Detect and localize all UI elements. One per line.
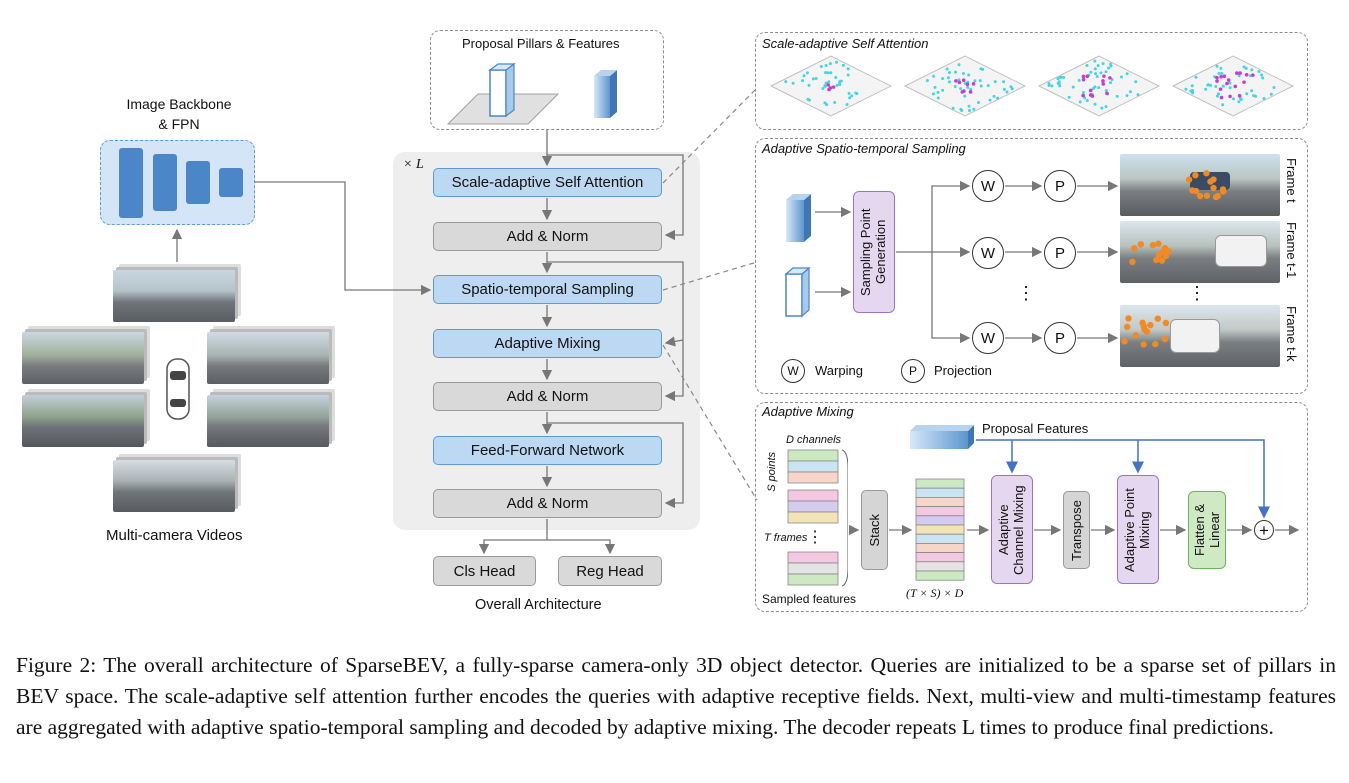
adaptive-channel-mixing: Adaptive Channel Mixing bbox=[991, 475, 1033, 584]
pillar-plane-icon bbox=[446, 62, 617, 125]
multicam-label: Multi-camera Videos bbox=[106, 527, 243, 544]
ssa-panel bbox=[755, 32, 1308, 130]
ego-car-icon bbox=[166, 358, 190, 420]
query-feature-icon bbox=[786, 194, 811, 242]
block-feed-forward-network: Feed-Forward Network bbox=[433, 436, 662, 465]
point-mixing-label: Adaptive Point Mixing bbox=[1122, 487, 1152, 572]
camera-front-left bbox=[22, 332, 144, 384]
backbone-fpn-box bbox=[100, 140, 255, 225]
transpose-label: Transpose bbox=[1069, 499, 1084, 561]
frame-image-t bbox=[1120, 154, 1280, 216]
d-channels-label: D channels bbox=[786, 434, 842, 446]
stacked-features bbox=[915, 478, 965, 581]
sampling-point-generation-label: Sampling Point Generation bbox=[858, 208, 888, 296]
mixing-panel bbox=[755, 402, 1308, 612]
plus-symbol: + bbox=[1259, 520, 1269, 540]
residual-add-icon: + bbox=[1254, 520, 1274, 540]
frame-label-t-k: Frame t-k bbox=[1284, 306, 1299, 362]
frame-label-t: Frame t bbox=[1284, 158, 1299, 203]
frame-sample-points bbox=[1121, 170, 1227, 348]
warp-circle-3: W bbox=[972, 322, 1004, 354]
stack-label: Stack bbox=[867, 513, 882, 547]
frame-image-t-k bbox=[1120, 305, 1280, 367]
channel-mixing-label: Adaptive Channel Mixing bbox=[996, 484, 1026, 575]
frame-label-t-1: Frame t-1 bbox=[1284, 222, 1299, 279]
fpn-level-3 bbox=[186, 161, 210, 204]
proposal-features-label: Proposal Features bbox=[982, 421, 1089, 436]
ssa-panel-title: Scale-adaptive Self Attention bbox=[762, 36, 929, 51]
overall-architecture-label: Overall Architecture bbox=[475, 597, 602, 613]
camera-back-right bbox=[207, 395, 329, 447]
repeat-label: × L bbox=[403, 157, 424, 172]
t-frames-label: T frames bbox=[764, 532, 808, 544]
sampled-features-label: Sampled features bbox=[762, 592, 857, 606]
mixing-panel-title: Adaptive Mixing bbox=[762, 404, 854, 419]
legend-warp-icon: W bbox=[781, 359, 805, 383]
fpn-level-4 bbox=[219, 168, 243, 197]
proj-circle-2: P bbox=[1044, 237, 1076, 269]
proposal-title: Proposal Pillars & Features bbox=[462, 36, 620, 51]
s-points-label: S points bbox=[766, 452, 778, 492]
block-scale-adaptive-self-attention: Scale-adaptive Self Attention bbox=[433, 168, 662, 197]
proj-circle-1: P bbox=[1044, 170, 1076, 202]
backbone-title-line1: Image Backbone bbox=[126, 96, 232, 112]
camera-front-right bbox=[207, 332, 329, 384]
proj-circle-3: P bbox=[1044, 322, 1076, 354]
flatten-linear-label: Flatten & Linear bbox=[1192, 503, 1222, 557]
fpn-level-2 bbox=[153, 154, 177, 211]
proposal-feature-bar bbox=[910, 425, 974, 449]
stack-block: Stack bbox=[861, 490, 888, 570]
legend-projection: Projection bbox=[934, 363, 992, 378]
backbone-title-line2: & FPN bbox=[158, 116, 200, 132]
sampling-point-generation: Sampling Point Generation bbox=[853, 191, 895, 313]
adaptive-point-mixing: Adaptive Point Mixing bbox=[1117, 475, 1159, 584]
camera-back-left bbox=[22, 395, 144, 447]
feature-stack-dots: ⋮ bbox=[807, 529, 823, 546]
cls-head: Cls Head bbox=[433, 556, 536, 586]
transpose-block: Transpose bbox=[1063, 491, 1090, 569]
frame-dots: ⋮ bbox=[1188, 283, 1206, 303]
sampled-feature-groups bbox=[787, 449, 848, 587]
figure-caption: Figure 2: The overall architecture of Sp… bbox=[16, 653, 1336, 739]
camera-back bbox=[113, 460, 235, 512]
query-pillar-icon bbox=[784, 266, 811, 318]
block-add-norm-3: Add & Norm bbox=[433, 489, 662, 518]
reg-head: Reg Head bbox=[558, 556, 662, 586]
camera-front bbox=[113, 270, 235, 322]
backbone-title: Image Backbone & FPN bbox=[113, 94, 245, 134]
block-add-norm-2: Add & Norm bbox=[433, 382, 662, 411]
flatten-linear: Flatten & Linear bbox=[1188, 491, 1226, 569]
fpn-level-1 bbox=[119, 148, 143, 218]
sampling-panel-title: Adaptive Spatio-temporal Sampling bbox=[762, 141, 966, 156]
ssa-dots bbox=[784, 59, 1276, 113]
legend-proj-icon: P bbox=[901, 359, 925, 383]
block-spatio-temporal-sampling: Spatio-temporal Sampling bbox=[433, 275, 662, 304]
ssa-attention-maps bbox=[769, 55, 1295, 117]
warp-circle-2: W bbox=[972, 237, 1004, 269]
warp-circle-1: W bbox=[972, 170, 1004, 202]
stack-dims-label: (T × S) × D bbox=[906, 586, 964, 600]
warp-dots: ⋮ bbox=[1017, 283, 1035, 303]
legend-warping: Warping bbox=[815, 363, 863, 378]
frame-image-t-1 bbox=[1120, 221, 1280, 283]
block-add-norm-1: Add & Norm bbox=[433, 222, 662, 251]
proposal-box bbox=[430, 30, 664, 130]
block-adaptive-mixing: Adaptive Mixing bbox=[433, 329, 662, 358]
